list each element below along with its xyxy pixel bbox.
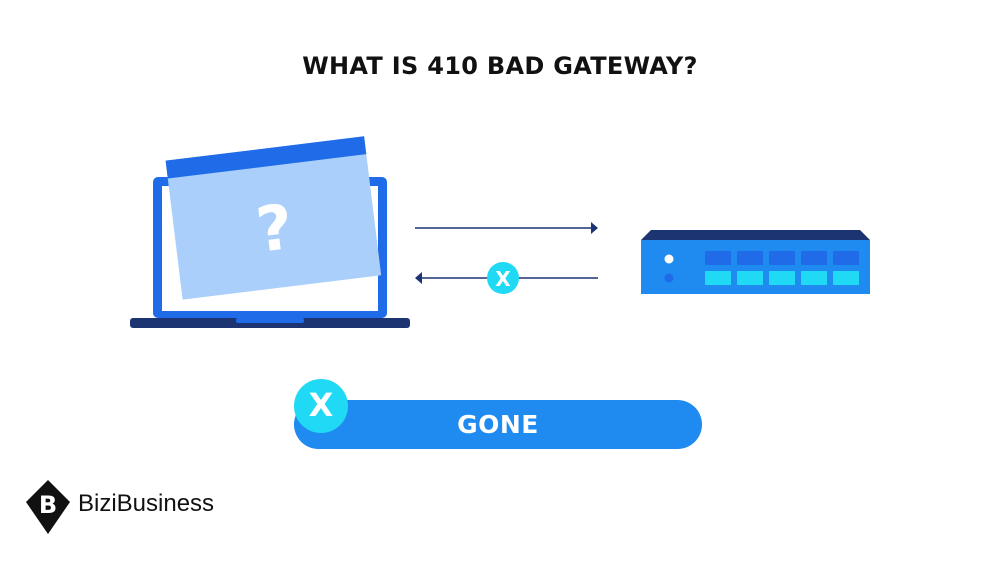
brand-name: BiziBusiness bbox=[78, 490, 215, 517]
svg-text:X: X bbox=[495, 267, 511, 291]
server-icon bbox=[641, 230, 870, 294]
svg-text:B: B bbox=[39, 491, 57, 519]
close-icon: X bbox=[294, 379, 348, 433]
laptop-notch bbox=[236, 318, 304, 323]
status-label: GONE bbox=[457, 410, 539, 439]
request-arrow bbox=[415, 222, 598, 234]
brand-mark-icon: B bbox=[26, 480, 70, 534]
page-title: WHAT IS 410 BAD GATEWAY? bbox=[302, 52, 698, 80]
browser-window: ? bbox=[165, 136, 382, 300]
status-pill: GONE bbox=[294, 400, 702, 449]
response-error-icon: X bbox=[487, 262, 519, 294]
browser-body bbox=[165, 136, 382, 300]
question-mark-icon: ? bbox=[252, 190, 297, 267]
browser-header-bar bbox=[165, 136, 367, 179]
